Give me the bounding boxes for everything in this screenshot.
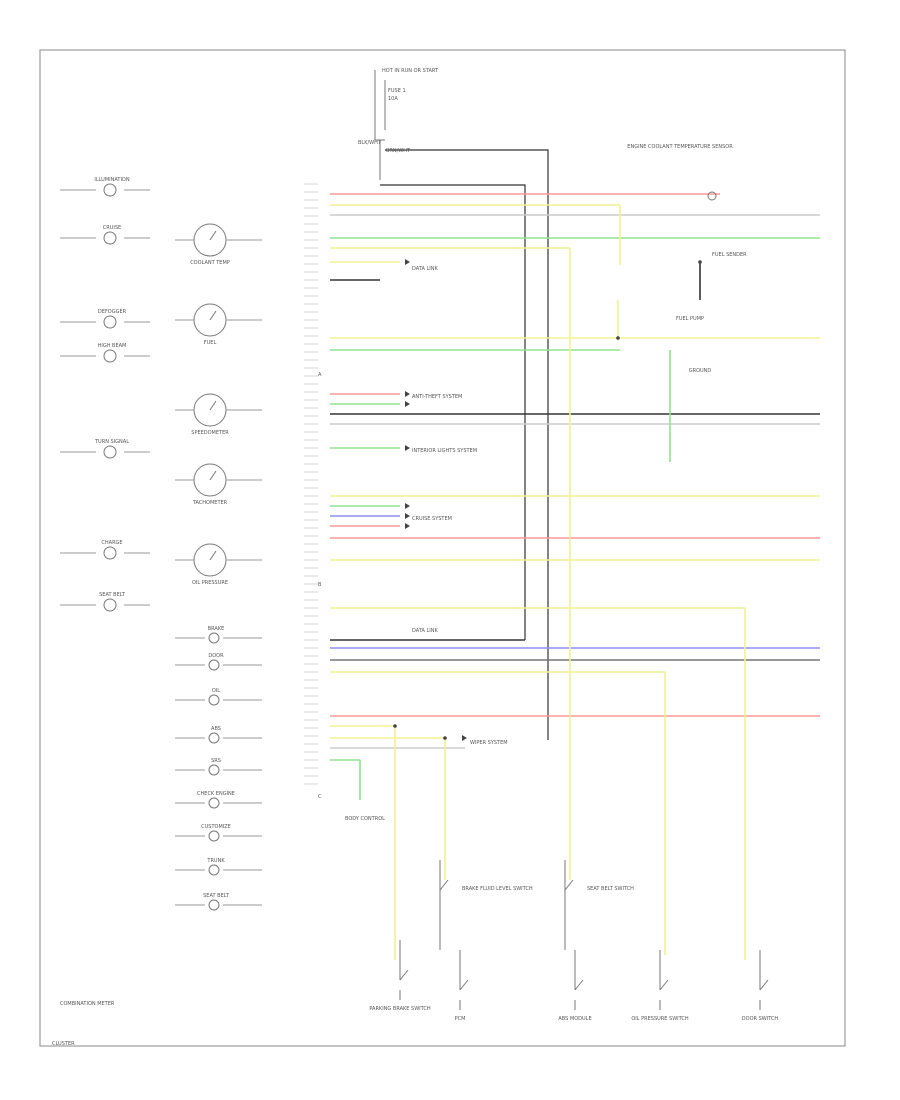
label-footer_left: CLUSTER bbox=[52, 1041, 75, 1047]
label-top_gnd: BRN/WHT bbox=[386, 148, 411, 154]
arrow-3 bbox=[405, 445, 410, 451]
label-g_oil: OIL PRESSURE bbox=[192, 580, 228, 586]
arrow-2 bbox=[405, 401, 410, 407]
sw-blade bbox=[659, 979, 669, 991]
module-term bbox=[707, 191, 717, 201]
components bbox=[60, 183, 769, 1010]
label-oil_press_sw: OIL PRESSURE SWITCH bbox=[631, 1016, 689, 1022]
label-g_fuel: FUEL bbox=[204, 340, 217, 346]
label-lamp_defog: DEFOGGER bbox=[98, 309, 127, 315]
trunk-right bbox=[385, 149, 549, 740]
label-g_speed: SPEEDOMETER bbox=[191, 430, 229, 436]
arrow-4 bbox=[405, 503, 410, 509]
outer-frame bbox=[39, 49, 846, 1047]
lamp-bulb-1 bbox=[103, 231, 117, 245]
label-lamp_trunk: TRUNK bbox=[206, 858, 225, 864]
ind-bulb-6 bbox=[208, 830, 220, 842]
label-top_fuse2: FUSE 1 bbox=[388, 88, 406, 94]
label-b_conn: B bbox=[318, 582, 322, 588]
trunk-inner bbox=[380, 184, 526, 640]
label-right_module: ENGINE COOLANT TEMPERATURE SENSOR bbox=[627, 144, 733, 150]
label-lamp_high: HIGH BEAM bbox=[98, 343, 127, 349]
label-lamp_check: CHECK ENGINE bbox=[197, 791, 235, 797]
wires bbox=[330, 70, 820, 960]
lamp-bulb-0 bbox=[103, 183, 117, 197]
lamp-bulb-2 bbox=[103, 315, 117, 329]
sw-blade bbox=[759, 979, 769, 991]
ind-bulb-1 bbox=[208, 659, 220, 671]
label-g_coolant: COOLANT TEMP bbox=[190, 260, 230, 266]
label-park_brake: PARKING BRAKE SWITCH bbox=[369, 1006, 431, 1012]
lamp-bulb-4 bbox=[103, 445, 117, 459]
label-pcm: PCM bbox=[455, 1016, 466, 1022]
label-body_ctrl: BODY CONTROL bbox=[345, 816, 385, 822]
label-lamp_cruise: CRUISE bbox=[103, 225, 121, 231]
ind-bulb-5 bbox=[208, 797, 220, 809]
lamp-bulb-6 bbox=[103, 598, 117, 612]
ind-bulb-3 bbox=[208, 732, 220, 744]
label-top_fuse: HOT IN RUN OR START bbox=[382, 68, 439, 74]
ind-bulb-7 bbox=[208, 864, 220, 876]
arrow-6 bbox=[405, 523, 410, 529]
label-ground: GROUND bbox=[689, 368, 712, 374]
label-lamp_turn: TURN SIGNAL bbox=[94, 439, 129, 445]
sw-blade bbox=[459, 979, 469, 991]
label-lamp_abs: ABS bbox=[211, 726, 221, 732]
labels: HOT IN RUN OR START FUSE 1 10A BLK/WHT BRN/W… bbox=[52, 68, 778, 1047]
fuse-link bbox=[374, 70, 385, 141]
label-data_link: DATA LINK bbox=[412, 628, 438, 634]
label-c_conn: C bbox=[318, 794, 322, 800]
arrow-1 bbox=[405, 391, 410, 397]
label-lamp_illum: ILLUMINATION bbox=[94, 177, 129, 183]
ind-bulb-4 bbox=[208, 764, 220, 776]
label-data_link: DATA LINK bbox=[412, 266, 438, 272]
lamp-bulb-3 bbox=[103, 349, 117, 363]
label-lamp_belt: SEAT BELT bbox=[203, 893, 230, 899]
label-top_conn: BLK/WHT bbox=[358, 140, 382, 146]
splice-0 bbox=[616, 336, 620, 340]
label-cruise_sys: CRUISE SYSTEM bbox=[412, 516, 452, 522]
diagram-frame bbox=[39, 49, 846, 1047]
label-anti_theft: ANTI-THEFT SYSTEM bbox=[412, 394, 462, 400]
label-lamp_sbelt: SEAT BELT bbox=[99, 592, 126, 598]
label-abs_module: ABS MODULE bbox=[558, 1016, 591, 1022]
label-lamp_brake: BRAKE bbox=[208, 626, 225, 632]
label-interior_light: INTERIOR LIGHTS SYSTEM bbox=[412, 448, 477, 454]
label-a_conn: A bbox=[318, 372, 322, 378]
sw-blade bbox=[574, 979, 584, 991]
splice-2 bbox=[393, 724, 397, 728]
label-door_sw: DOOR SWITCH bbox=[742, 1016, 779, 1022]
label-caption: COMBINATION METER bbox=[60, 1001, 115, 1007]
relay-blade bbox=[564, 879, 574, 891]
gauge-needle bbox=[209, 470, 217, 481]
splice-3 bbox=[443, 736, 447, 740]
relay-blade bbox=[439, 879, 449, 891]
label-belt_sw: SEAT BELT SWITCH bbox=[587, 886, 634, 892]
gauge-needle bbox=[209, 400, 217, 411]
label-lamp_charge: CHARGE bbox=[101, 540, 122, 546]
label-lamp_cust: CUSTOMIZE bbox=[201, 824, 231, 830]
gauge-needle bbox=[209, 230, 217, 241]
arrow-0 bbox=[405, 259, 410, 265]
gauge-needle bbox=[209, 310, 217, 321]
arrow-7 bbox=[462, 735, 467, 741]
label-top_fuse3: 10A bbox=[388, 96, 398, 102]
label-brake_switch: BRAKE FLUID LEVEL SWITCH bbox=[462, 886, 533, 892]
ind-bulb-2 bbox=[208, 694, 220, 706]
lamp-bulb-5 bbox=[103, 546, 117, 560]
label-g_tach: TACHOMETER bbox=[192, 500, 228, 506]
ind-bulb-0 bbox=[208, 632, 220, 644]
label-fuel_pump: FUEL PUMP bbox=[676, 316, 704, 322]
splice-1 bbox=[698, 260, 702, 264]
label-fuel_sender: FUEL SENDER bbox=[712, 252, 747, 258]
label-wiper_sys: WIPER SYSTEM bbox=[470, 740, 508, 746]
label-lamp_oil: OIL bbox=[212, 688, 220, 694]
gauge-needle bbox=[209, 550, 217, 561]
ind-bulb-8 bbox=[208, 899, 220, 911]
label-lamp_srs: SRS bbox=[211, 758, 221, 764]
arrow-5 bbox=[405, 513, 410, 519]
label-lamp_door: DOOR bbox=[208, 653, 224, 659]
sw-blade bbox=[399, 969, 409, 981]
